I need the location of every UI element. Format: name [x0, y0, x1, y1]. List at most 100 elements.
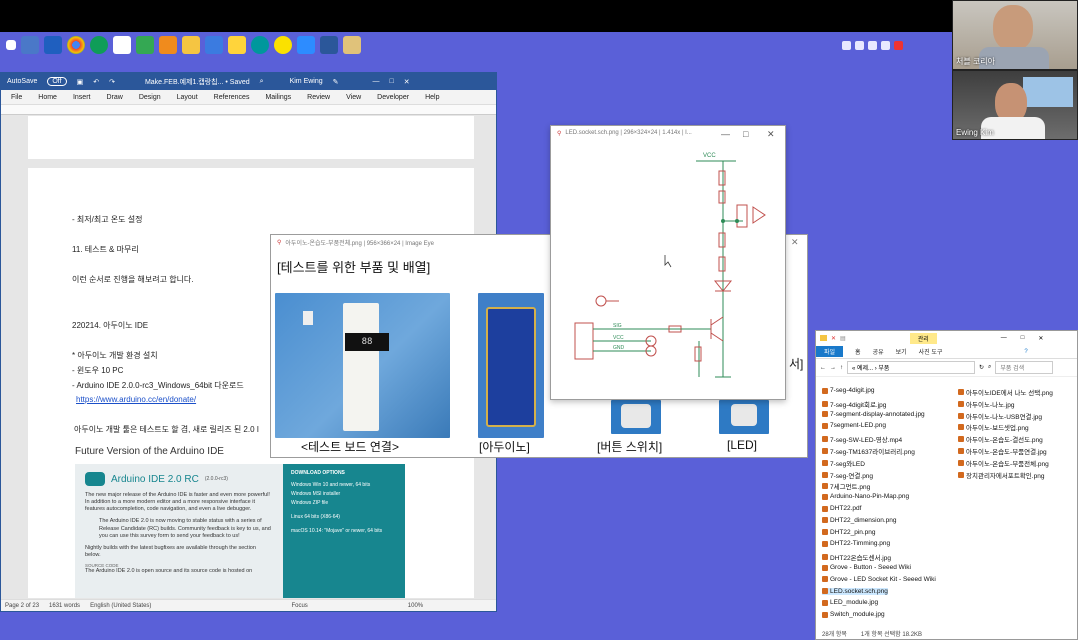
file-item[interactable]: 아두이노IDE에서 나노 선택.png — [958, 387, 1053, 397]
app-orange-icon[interactable] — [159, 36, 177, 54]
file-item[interactable]: 아두이노-온습도-부품연결.jpg — [958, 446, 1047, 456]
file-item[interactable]: 7-seg-TM1637라이브러리.png — [822, 446, 915, 456]
tab-view[interactable]: 보기 — [895, 350, 907, 356]
tab-view[interactable]: View — [346, 93, 362, 101]
close-button[interactable]: ✕ — [767, 129, 775, 139]
tray-icon[interactable] — [868, 40, 877, 50]
save-icon[interactable]: ▣ — [76, 78, 84, 86]
search-icon[interactable]: ⌕ — [259, 77, 264, 85]
tab-mailings[interactable]: Mailings — [265, 93, 292, 101]
tab-developer[interactable]: Developer — [377, 93, 410, 101]
file-item[interactable]: 7세그먼트.png — [822, 481, 870, 491]
maximize-button[interactable]: □ — [743, 129, 749, 139]
focus-button[interactable]: Focus — [291, 602, 308, 609]
download-option[interactable]: macOS 10.14: "Mojave" or newer, 64 bits — [291, 528, 383, 534]
tray-icon[interactable] — [855, 40, 864, 50]
file-explorer-icon[interactable] — [182, 36, 200, 54]
minimize-button[interactable]: — — [372, 78, 380, 85]
download-icon[interactable] — [205, 36, 223, 54]
manage-tab[interactable]: 관리 — [909, 332, 937, 344]
document-icon[interactable]: ▤ — [840, 335, 846, 342]
close-button[interactable]: ✕ — [791, 237, 799, 247]
file-item[interactable]: Grove - Button - Seeed Wiki — [822, 564, 911, 571]
file-item[interactable]: DHT22온습도센서.jpg — [822, 552, 891, 562]
address-path[interactable]: « 예제... › 부품 — [847, 361, 975, 374]
download-link[interactable]: https://www.arduino.cc/en/donate/ — [76, 395, 197, 404]
file-item[interactable]: 7-seg-4digit회로.jpg — [822, 399, 886, 409]
document-page[interactable] — [28, 116, 474, 159]
tab-file[interactable]: 파일 — [816, 346, 844, 357]
tray-icon[interactable] — [881, 40, 890, 50]
redo-icon[interactable]: ↷ — [109, 78, 115, 86]
file-item[interactable]: 장치관리자에서포트확인.png — [958, 470, 1044, 480]
file-item[interactable]: LED_module.jpg — [822, 599, 878, 606]
file-item[interactable]: DHT22_pin.png — [822, 529, 876, 536]
paint-icon[interactable] — [343, 36, 361, 54]
language-status[interactable]: English (United States) — [90, 602, 152, 609]
file-item[interactable]: Arduino-Nano-Pin-Map.png — [822, 493, 909, 500]
tab-file[interactable]: File — [11, 93, 23, 101]
tab-help[interactable]: Help — [425, 93, 440, 101]
back-icon[interactable]: ← — [820, 364, 826, 371]
file-item[interactable]: DHT22-Timming.png — [822, 540, 890, 547]
file-item[interactable]: 7segment-LED.png — [822, 422, 886, 429]
app-yellow-icon[interactable] — [228, 36, 246, 54]
calendar-icon[interactable] — [113, 36, 131, 54]
file-item[interactable]: 아두이노-나노.jpg — [958, 399, 1015, 409]
pen-icon[interactable]: ✎ — [332, 78, 339, 86]
download-option[interactable]: Linux 64 bits (X86-64) — [291, 514, 340, 520]
maximize-button[interactable]: □ — [1020, 335, 1025, 341]
tab-draw[interactable]: Draw — [106, 93, 123, 101]
file-item[interactable]: 아두이노-보드셋업.png — [958, 422, 1029, 432]
file-item[interactable]: 7-seg와LED — [822, 458, 865, 468]
close-button[interactable]: ✕ — [1038, 335, 1044, 342]
tab-picture-tools[interactable]: 사진 도구 — [918, 350, 943, 356]
file-item[interactable]: Switch_module.jpg — [822, 611, 885, 618]
word-count[interactable]: 1631 words — [49, 602, 81, 609]
file-item[interactable]: 아두이노-온습도-결선도.png — [958, 434, 1043, 444]
search-input[interactable]: 부품 검색 — [995, 361, 1054, 374]
file-item[interactable]: 아두이노-온습도-부품전체.png — [958, 458, 1049, 468]
tab-references[interactable]: References — [213, 93, 250, 101]
download-option[interactable]: Windows MSI installer — [291, 491, 341, 497]
word-icon[interactable] — [320, 36, 338, 54]
minimize-button[interactable]: — — [1000, 335, 1007, 341]
user-name[interactable]: Kim Ewing — [289, 78, 323, 85]
file-item[interactable]: DHT22_dimension.png — [822, 517, 896, 524]
file-item[interactable]: 7-segment-display-annotated.jpg — [822, 411, 925, 418]
autosave-toggle[interactable]: Off — [47, 77, 67, 86]
user-folder-icon[interactable] — [21, 36, 39, 54]
close-button[interactable]: ✕ — [403, 78, 410, 86]
arduino-icon[interactable] — [251, 36, 269, 54]
download-option[interactable]: Windows Win 10 and newer, 64 bits — [291, 482, 371, 488]
tab-design[interactable]: Design — [138, 93, 161, 101]
delete-icon[interactable]: ✕ — [831, 335, 837, 342]
file-item[interactable]: 아두이노-나노-USB연결.jpg — [958, 411, 1042, 421]
drive-icon[interactable] — [136, 36, 154, 54]
tray-icon[interactable] — [894, 40, 903, 50]
chrome-icon[interactable] — [67, 36, 85, 54]
undo-icon[interactable]: ↶ — [93, 78, 100, 86]
forward-icon[interactable]: → — [830, 364, 836, 371]
page-count[interactable]: Page 2 of 23 — [5, 602, 40, 609]
tab-review[interactable]: Review — [307, 93, 331, 101]
windows-start-icon[interactable] — [6, 40, 16, 50]
up-icon[interactable]: ↑ — [840, 364, 843, 371]
tab-home[interactable]: Home — [38, 93, 57, 101]
kakao-talk-icon[interactable] — [274, 36, 292, 54]
download-option[interactable]: Windows ZIP file — [291, 500, 329, 506]
tab-insert[interactable]: Insert — [72, 93, 91, 101]
file-item[interactable]: LED.socket.sch.png — [822, 587, 888, 595]
help-icon[interactable]: ? — [1024, 348, 1028, 355]
file-item[interactable]: 7-seg-SW-LED-영상.mp4 — [822, 434, 902, 444]
tab-layout[interactable]: Layout — [176, 93, 198, 101]
file-item[interactable]: Grove - LED Socket Kit - Seeed Wiki — [822, 576, 936, 583]
zoom-level[interactable]: 100% — [407, 602, 424, 609]
file-item[interactable]: 7-seg-연결.png — [822, 470, 873, 480]
zoom-icon[interactable] — [297, 36, 315, 54]
tab-home[interactable]: 홈 — [855, 350, 861, 356]
file-item[interactable]: 7-seg-4digit.jpg — [822, 387, 874, 394]
ruler[interactable] — [1, 105, 496, 115]
mail-icon[interactable] — [44, 36, 62, 54]
edge-icon[interactable] — [90, 36, 108, 54]
